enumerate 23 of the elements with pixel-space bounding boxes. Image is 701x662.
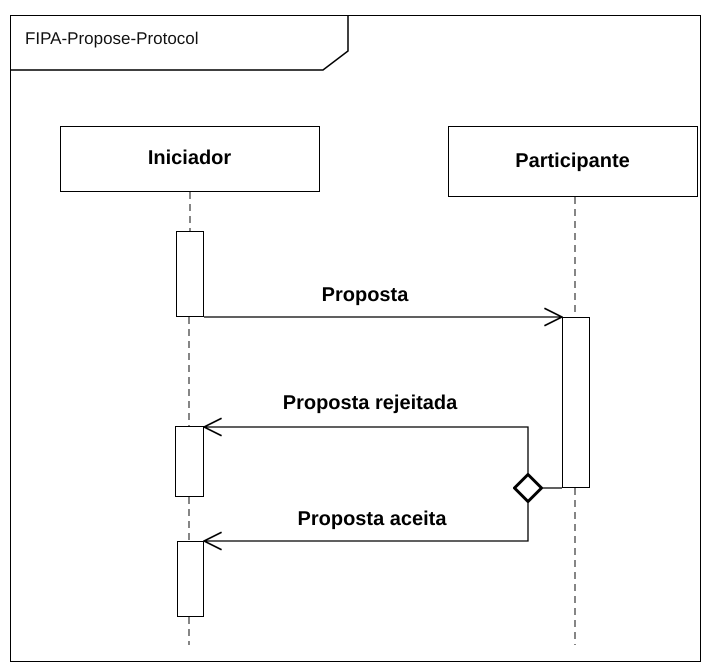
message-arrow [203,417,529,473]
lifeline-name: Iniciador [148,147,232,170]
lifeline-name: Participante [515,150,630,172]
lifeline [188,497,190,541]
message-arrow [203,503,529,551]
lifeline-head-box [448,126,698,196]
lifeline [188,617,190,645]
activation-bar [176,230,204,316]
message-arrow [204,307,563,327]
message-label: Proposta [322,284,408,307]
decision-diamond [512,472,542,502]
connector-line [543,487,562,489]
lifeline-head-box [60,126,320,192]
activation-bar [174,426,204,496]
lifeline [574,488,576,645]
lifeline [189,192,191,231]
message-label: Proposta aceita [298,508,446,531]
activation-bar [562,316,590,488]
activation-bar [176,540,204,616]
lifeline [188,317,190,426]
message-label: Proposta rejeitada [282,392,458,415]
frame-box [10,15,701,662]
frame-title: FIPA-Propose-Protocol [25,29,199,49]
